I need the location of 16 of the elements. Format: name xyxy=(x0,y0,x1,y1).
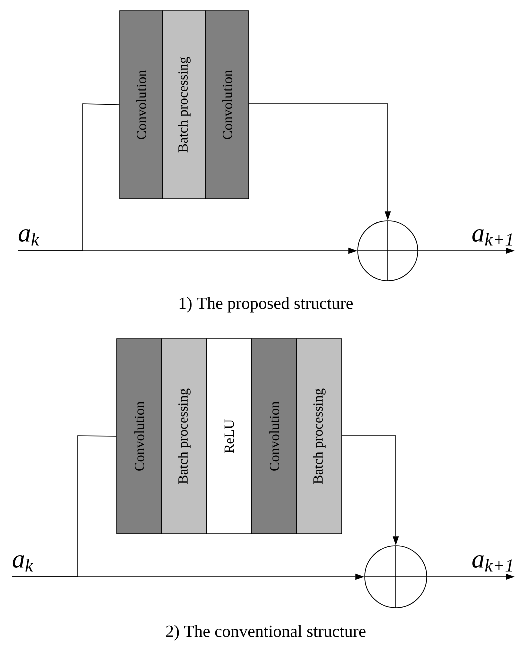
input-label: a$_{k}$ xyxy=(18,230,40,246)
output-label: a$_{k+1}$ xyxy=(472,230,512,246)
layer-block: ReLU xyxy=(206,338,252,534)
sum-circle xyxy=(358,220,418,282)
layer-block: Convolution xyxy=(252,338,298,534)
layer-block: Convolution xyxy=(116,338,162,534)
layer-block: Convolution xyxy=(120,10,164,200)
layer-block: Batch processing xyxy=(296,338,342,534)
layer-block: Batch processing xyxy=(162,338,208,534)
caption: 1) The proposed structure xyxy=(180,297,353,313)
layer-block: Convolution xyxy=(206,10,250,200)
input-label: a$_{k}$ xyxy=(12,556,34,572)
layer-block: Batch processing xyxy=(162,10,206,200)
output-label: a$_{k+1}$ xyxy=(472,556,512,572)
sum-circle xyxy=(364,546,428,608)
caption: 2) The conventional structure xyxy=(166,625,366,641)
